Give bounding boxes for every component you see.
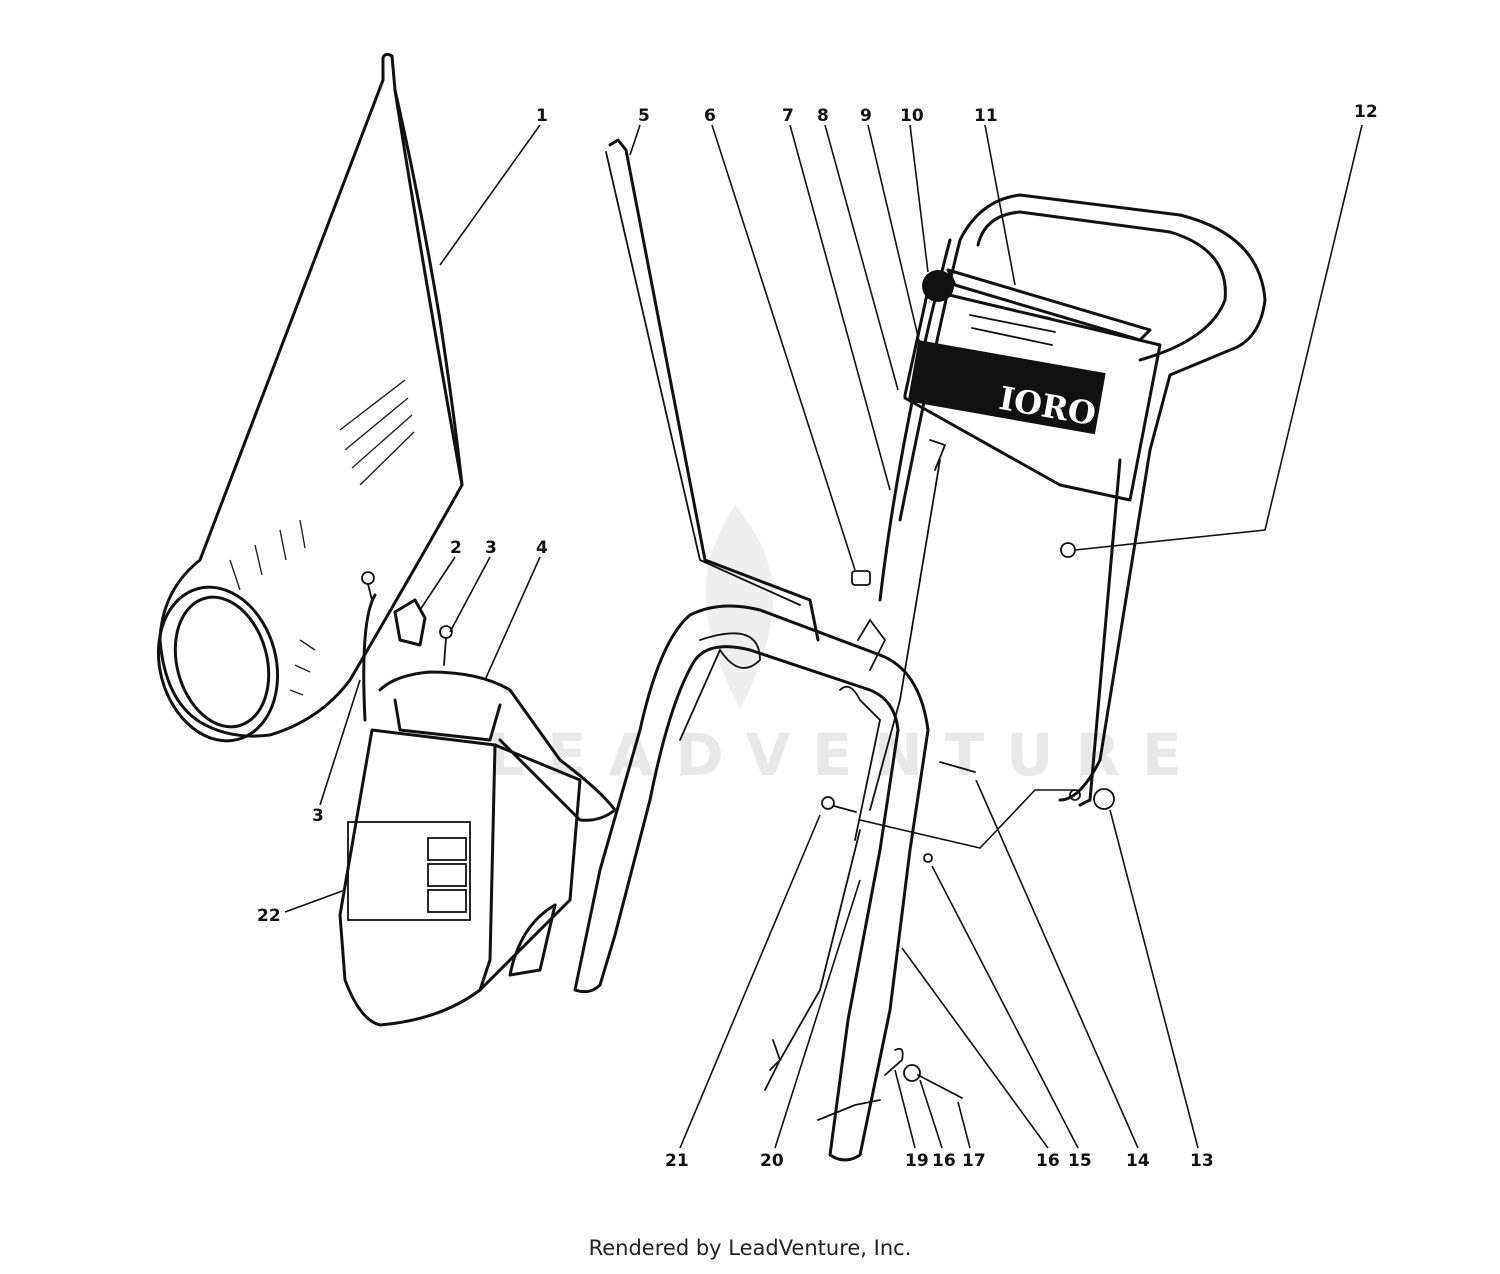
watermark: LEADVENTURE	[488, 505, 1204, 789]
control-rod	[605, 138, 820, 642]
discharge-chute	[338, 670, 617, 1027]
callout-1: 1	[536, 106, 548, 126]
callout-11: 11	[974, 106, 998, 126]
callout-2: 2	[450, 538, 462, 558]
callout-16-right: 16	[1036, 1151, 1060, 1171]
lower-handle	[573, 459, 976, 1162]
leader-lines	[284, 124, 1363, 1149]
callout-5: 5	[638, 106, 650, 126]
watermark-text: LEADVENTURE	[488, 721, 1204, 789]
throttle-knob	[922, 270, 954, 302]
callout-15: 15	[1068, 1151, 1092, 1171]
callout-13: 13	[1190, 1151, 1214, 1171]
callout-19: 19	[905, 1151, 929, 1171]
callout-22: 22	[257, 906, 281, 926]
callout-16-left: 16	[932, 1151, 956, 1171]
callout-7: 7	[782, 106, 794, 126]
callout-4: 4	[536, 538, 548, 558]
callout-labels: 1 2 3 3 4 5 6 7 8 9 10 11 12 13 14 15 16…	[257, 102, 1378, 1171]
upper-handle: IORO	[878, 193, 1267, 810]
footer-credit: Rendered by LeadVenture, Inc.	[588, 1236, 912, 1260]
bag-bracket	[361, 571, 453, 722]
grass-bag	[156, 52, 464, 743]
callout-6: 6	[704, 106, 716, 126]
callout-10: 10	[900, 106, 924, 126]
callout-8: 8	[817, 106, 829, 126]
callout-17: 17	[962, 1151, 986, 1171]
callout-21: 21	[665, 1151, 689, 1171]
callout-9: 9	[860, 106, 872, 126]
callout-3-upper: 3	[485, 538, 497, 558]
callout-20: 20	[760, 1151, 784, 1171]
callout-12: 12	[1354, 102, 1378, 122]
callout-3-lower: 3	[312, 806, 324, 826]
callout-14: 14	[1126, 1151, 1150, 1171]
